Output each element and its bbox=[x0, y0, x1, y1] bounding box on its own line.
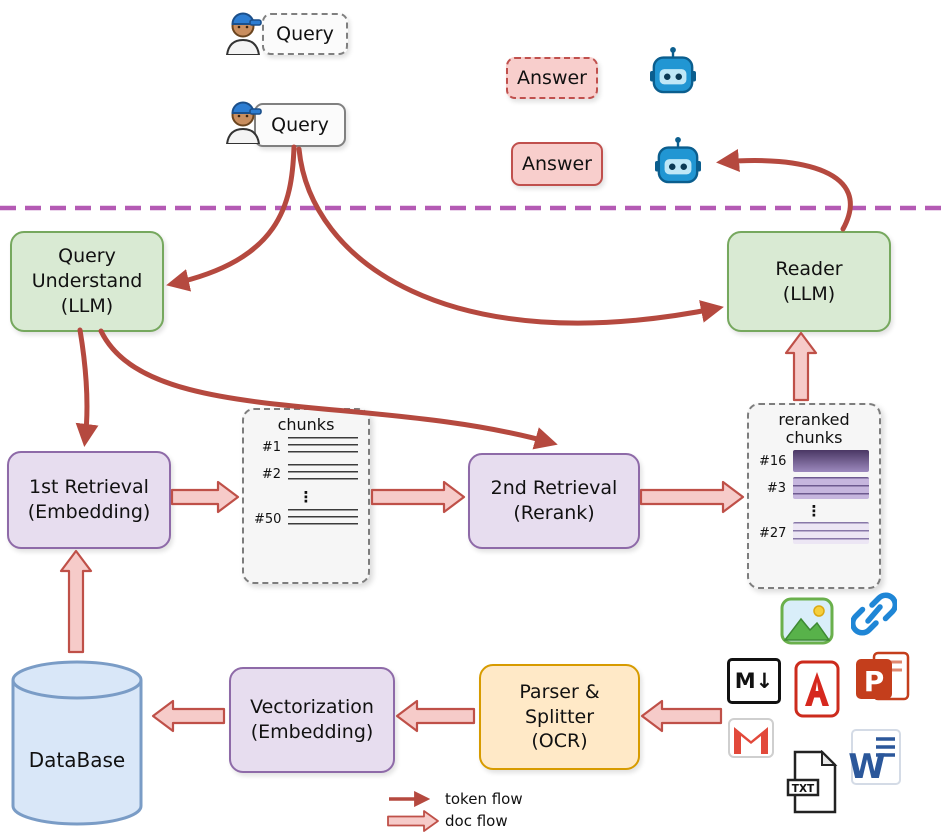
link-icon bbox=[849, 590, 899, 642]
legend-doc-flow-arrow bbox=[387, 810, 439, 832]
node-vectorization: Vectorization (Embedding) bbox=[229, 667, 395, 773]
doc-flow-arrow-second-to-reranked bbox=[639, 480, 745, 514]
database-label: DataBase bbox=[28, 748, 126, 772]
node-label: (Embedding) bbox=[250, 721, 374, 743]
node-label: 1st Retrieval bbox=[29, 476, 149, 499]
rank-bar bbox=[793, 477, 869, 500]
svg-text:TXT: TXT bbox=[792, 783, 815, 795]
query-draft-box: Query bbox=[262, 13, 348, 55]
doc-flow-arrow-chunks-to-second bbox=[370, 480, 466, 514]
node-label: Parser & bbox=[519, 680, 600, 703]
pdf-icon bbox=[791, 660, 843, 722]
user-icon bbox=[222, 92, 264, 145]
node-database: DataBase bbox=[7, 656, 147, 832]
reranked-title: reranked chunks bbox=[778, 410, 850, 448]
node-parser-splitter: Parser & Splitter (OCR) bbox=[479, 664, 640, 770]
word-icon: W bbox=[848, 728, 904, 790]
answer-draft-label: Answer bbox=[517, 67, 587, 89]
node-second-retrieval: 2nd Retrieval (Rerank) bbox=[468, 453, 640, 549]
doc-flow-arrow-first-to-chunks bbox=[170, 480, 240, 514]
node-label: (Rerank) bbox=[513, 502, 595, 524]
query-box: Query bbox=[254, 103, 346, 147]
rank-bar bbox=[793, 450, 869, 473]
text-lines bbox=[288, 509, 358, 531]
legend-token-flow-label: token flow bbox=[445, 790, 523, 808]
markdown-icon: M↓ bbox=[727, 658, 781, 704]
svg-text:W: W bbox=[848, 747, 886, 786]
node-label: Vectorization bbox=[250, 696, 374, 719]
legend-doc-flow-label: doc flow bbox=[445, 812, 508, 830]
rank-bar bbox=[793, 522, 869, 545]
node-label: Reader bbox=[775, 257, 843, 280]
chunk-row: #50 bbox=[244, 506, 368, 533]
query-label: Query bbox=[271, 114, 329, 136]
chunk-row: #27 bbox=[749, 520, 879, 547]
reranked-chunks-box: reranked chunks #16 #3 ⋮ #27 bbox=[747, 403, 881, 589]
text-lines bbox=[288, 464, 358, 486]
node-label: (LLM) bbox=[782, 282, 836, 305]
node-label: 2nd Retrieval bbox=[490, 477, 618, 500]
text-lines bbox=[288, 437, 358, 459]
user-icon bbox=[222, 3, 264, 56]
ellipsis: ⋮ bbox=[806, 501, 822, 520]
powerpoint-icon: P bbox=[854, 648, 912, 712]
node-label: (LLM) bbox=[60, 294, 114, 317]
doc-flow-arrow-parser-to-vectorization bbox=[395, 699, 476, 733]
chunk-row: #3 bbox=[749, 475, 879, 502]
chunks-box: chunks #1 #2 ⋮ #50 bbox=[242, 408, 370, 584]
image-icon bbox=[780, 597, 834, 649]
node-first-retrieval: 1st Retrieval (Embedding) bbox=[7, 451, 171, 549]
txt-file-icon: TXT bbox=[786, 749, 838, 818]
chunk-row: #16 bbox=[749, 448, 879, 475]
token-flow-arrow-query-to-understand bbox=[166, 144, 297, 292]
answer-box: Answer bbox=[511, 142, 603, 186]
ellipsis: ⋮ bbox=[298, 488, 314, 507]
node-label: (OCR) bbox=[531, 730, 588, 753]
doc-flow-arrow-files-to-parser bbox=[640, 699, 723, 733]
chunk-row: #1 bbox=[244, 434, 368, 461]
gmail-icon bbox=[727, 716, 775, 764]
answer-draft-box: Answer bbox=[506, 57, 598, 99]
query-draft-label: Query bbox=[276, 23, 334, 45]
doc-flow-arrow-database-to-first bbox=[59, 549, 93, 654]
token-flow-arrow-understand-to-first-retrieval bbox=[75, 327, 99, 447]
token-flow-arrow-reader-to-answer bbox=[716, 149, 853, 232]
doc-flow-arrow-vectorization-to-database bbox=[151, 699, 226, 733]
svg-text:P: P bbox=[864, 665, 885, 698]
node-label: (Embedding) bbox=[27, 501, 151, 523]
node-label: Query bbox=[58, 245, 116, 268]
chunk-row: #2 bbox=[244, 461, 368, 488]
robot-icon bbox=[650, 46, 696, 96]
node-query-understand: Query Understand (LLM) bbox=[10, 231, 164, 332]
answer-label: Answer bbox=[522, 153, 592, 175]
node-label: Understand bbox=[31, 270, 143, 293]
node-label: Splitter bbox=[524, 705, 595, 728]
node-reader: Reader (LLM) bbox=[727, 231, 891, 332]
chunks-title: chunks bbox=[277, 415, 335, 434]
robot-icon bbox=[655, 136, 701, 186]
doc-flow-arrow-reranked-to-reader bbox=[784, 331, 818, 402]
